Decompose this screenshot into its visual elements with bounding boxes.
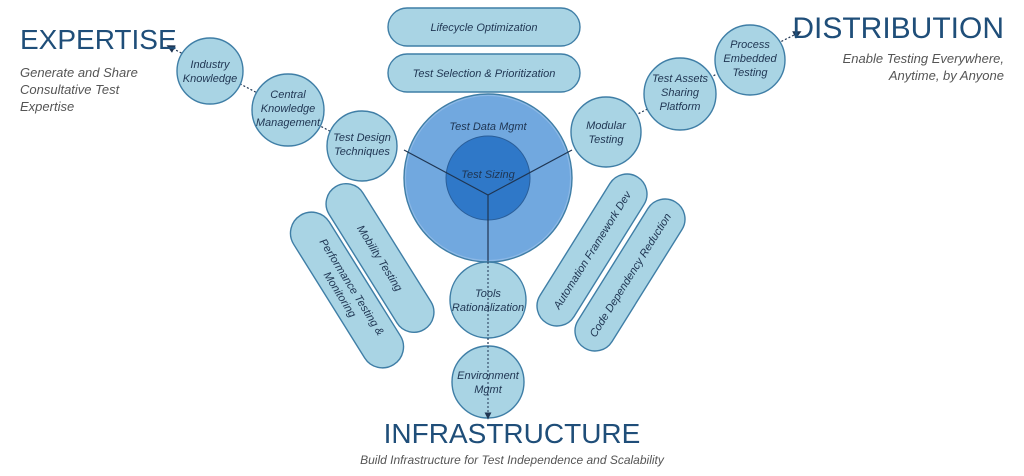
center-inner-label: Test Sizing (461, 169, 515, 181)
node-test-assets-label-3: Platform (660, 101, 701, 113)
pill-mobility-testing: Mobility Testing (325, 183, 435, 333)
infrastructure-title: INFRASTRUCTURE (383, 418, 641, 449)
node-central-knowledge-label-1: Central (270, 89, 306, 101)
expertise-subtitle-line-2: Consultative Test (20, 82, 120, 97)
node-central-knowledge-label-3: Management (256, 117, 321, 129)
expertise-subtitle-line-3: Expertise (20, 99, 75, 114)
node-test-assets-label-1: Test Assets (652, 73, 709, 85)
node-test-assets-label-2: Sharing (661, 87, 700, 99)
node-process-embedded: Process Embedded Testing (714, 24, 786, 96)
distribution-subtitle-line-1: Enable Testing Everywhere, (842, 51, 1004, 66)
pill-lifecycle-label: Lifecycle Optimization (431, 22, 538, 34)
node-process-embedded-label-3: Testing (732, 67, 768, 79)
node-industry-knowledge-label-1: Industry (190, 59, 231, 71)
center-outer-label: Test Data Mgmt (449, 121, 527, 133)
node-central-knowledge-label-2: Knowledge (261, 103, 315, 115)
node-modular-testing-label-2: Testing (588, 134, 624, 146)
node-test-design-label-2: Techniques (334, 146, 390, 158)
node-central-knowledge: Central Knowledge Management (251, 73, 325, 147)
node-modular-testing: Modular Testing (570, 96, 642, 168)
infrastructure-subtitle: Build Infrastructure for Test Independen… (360, 453, 664, 467)
node-process-embedded-label-1: Process (730, 39, 770, 51)
node-modular-testing-label-1: Modular (586, 120, 627, 132)
distribution-subtitle: Enable Testing Everywhere, Anytime, by A… (843, 50, 1004, 84)
node-industry-knowledge: Industry Knowledge (176, 37, 244, 105)
center-spoke-left (403, 149, 489, 196)
distribution-subtitle-line-2: Anytime, by Anyone (888, 68, 1004, 83)
center-spoke-right (487, 149, 573, 196)
node-test-design-label-1: Test Design (333, 132, 391, 144)
expertise-subtitle-line-1: Generate and Share (20, 65, 138, 80)
node-test-design: Test Design Techniques (326, 110, 398, 182)
node-test-assets: Test Assets Sharing Platform (643, 57, 717, 131)
expertise-title: EXPERTISE (20, 24, 177, 55)
node-process-embedded-label-2: Embedded (723, 53, 777, 65)
pill-test-selection: Test Selection & Prioritization (387, 53, 581, 93)
pill-lifecycle: Lifecycle Optimization (387, 7, 581, 47)
expertise-subtitle: Generate and Share Consultative Test Exp… (20, 64, 138, 115)
distribution-title: DISTRIBUTION (792, 12, 1004, 45)
pill-test-selection-label: Test Selection & Prioritization (413, 68, 556, 80)
node-industry-knowledge-label-2: Knowledge (183, 73, 237, 85)
